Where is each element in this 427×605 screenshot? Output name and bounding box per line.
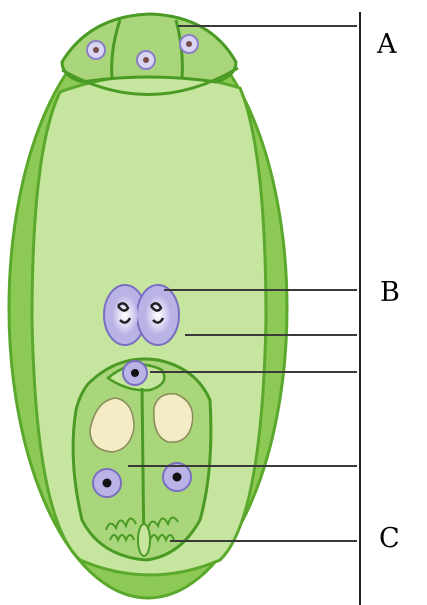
label-b: B: [380, 279, 400, 306]
label-c: C: [379, 525, 400, 552]
synergid-vacuole-right: [154, 394, 193, 442]
label-a: A: [377, 31, 397, 58]
